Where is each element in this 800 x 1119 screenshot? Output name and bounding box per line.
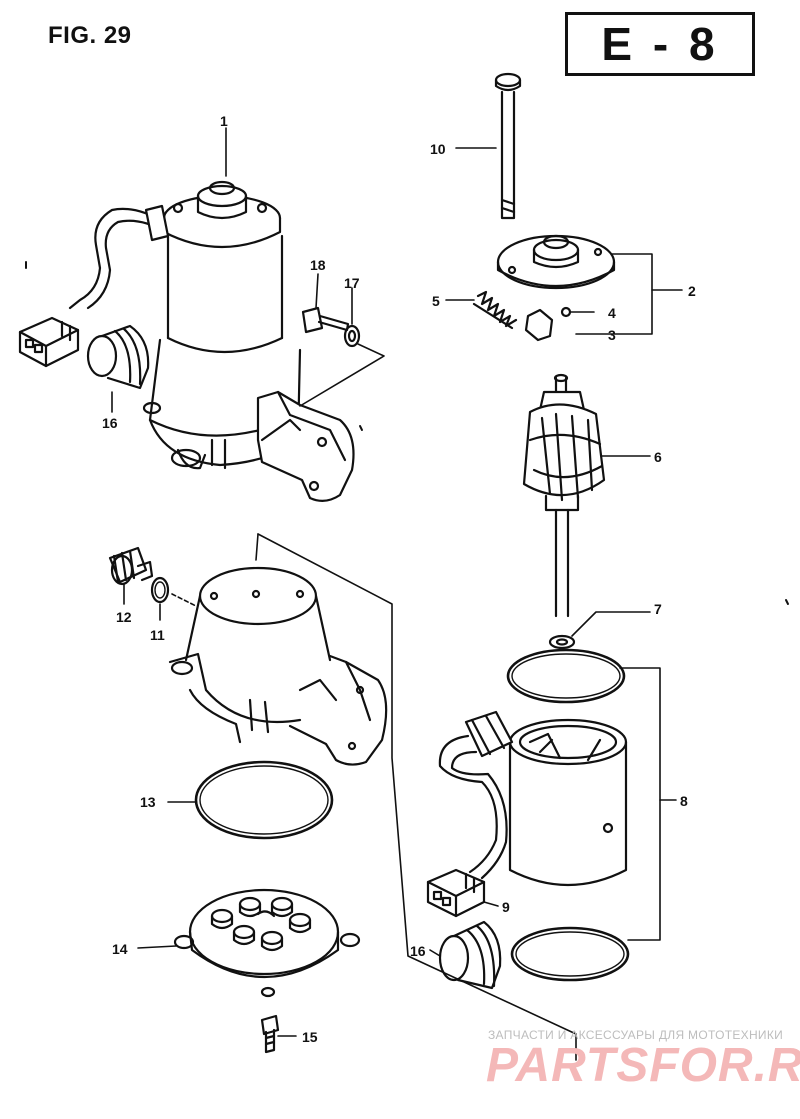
callout-1: 1 xyxy=(220,113,228,129)
part-5-brush-spring xyxy=(472,290,518,330)
section-code: E - 8 xyxy=(601,18,719,70)
part-16-boot-upper xyxy=(86,324,150,390)
callout-8: 8 xyxy=(680,793,688,809)
part-11-o-ring xyxy=(150,576,170,604)
drive-end-housing xyxy=(168,566,388,766)
watermark-logo: PARTSFOR.RU xyxy=(486,1039,800,1092)
callout-2: 2 xyxy=(688,283,696,299)
callout-6: 6 xyxy=(654,449,662,465)
callout-7: 7 xyxy=(654,601,662,617)
part-2-end-cover xyxy=(496,234,616,290)
callout-18: 18 xyxy=(310,257,326,273)
callout-4: 4 xyxy=(608,305,616,321)
part-18-bolt xyxy=(301,306,350,334)
part-16-boot-lower xyxy=(438,920,502,990)
part-4-ball xyxy=(560,306,572,318)
callout-13: 13 xyxy=(140,794,156,810)
callout-14: 14 xyxy=(112,941,128,957)
part-6-armature xyxy=(522,373,606,618)
callout-11: 11 xyxy=(150,627,165,643)
part-12-plug xyxy=(108,546,154,586)
part-17-washer xyxy=(343,324,361,348)
part-10-through-bolt xyxy=(494,72,522,220)
section-code-box: E - 8 xyxy=(565,12,755,76)
part-3-brush xyxy=(524,308,554,342)
callout-10: 10 xyxy=(430,141,446,157)
part-1-motor-assembly xyxy=(18,180,355,502)
part-7-thrust-washer xyxy=(548,634,576,650)
part-13-o-ring xyxy=(194,760,334,840)
callout-16-lower: 16 xyxy=(410,943,426,959)
part-14-end-cap xyxy=(173,888,361,998)
figure-title: FIG. 29 xyxy=(48,22,132,49)
callout-3: 3 xyxy=(608,327,616,343)
part-8-yoke-assembly xyxy=(438,710,628,887)
callout-12: 12 xyxy=(116,609,132,625)
part-15-screw xyxy=(260,1014,280,1054)
watermark-tagline: ЗАПЧАСТИ И АКСЕССУАРЫ ДЛЯ МОТОТЕХНИКИ xyxy=(488,1028,784,1042)
callout-9: 9 xyxy=(502,899,510,915)
callout-15: 15 xyxy=(302,1029,318,1045)
callout-5: 5 xyxy=(432,293,440,309)
callout-17: 17 xyxy=(344,275,360,291)
callout-16-upper: 16 xyxy=(102,415,118,431)
part-9-connector xyxy=(426,868,486,918)
